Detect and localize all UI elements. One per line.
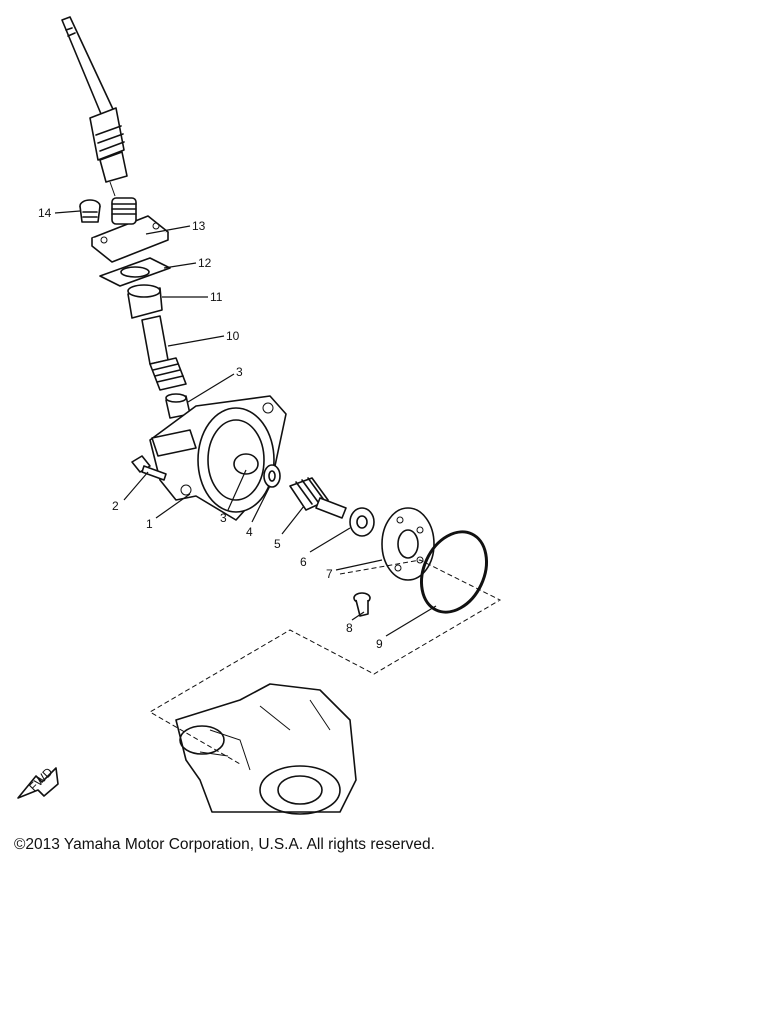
callout-6: 6 — [300, 555, 307, 569]
callout-3-upper: 3 — [236, 365, 243, 379]
tachometer-cable — [61, 16, 128, 197]
part-7-plate — [381, 507, 435, 581]
part-14-bolt — [79, 199, 101, 223]
callout-5: 5 — [274, 537, 281, 551]
part-5-drive-gear — [289, 477, 347, 519]
part-3-upper-bushing — [165, 393, 191, 419]
callout-1: 1 — [146, 517, 153, 531]
part-13-housing — [91, 197, 169, 263]
copyright-notice: ©2013 Yamaha Motor Corporation, U.S.A. A… — [14, 836, 435, 853]
callout-9: 9 — [376, 637, 383, 651]
callout-labels: 14 13 12 11 10 3 2 1 3 4 5 6 7 8 9 — [38, 206, 383, 651]
part-8-screw — [353, 592, 371, 617]
callout-10: 10 — [226, 329, 240, 343]
assembly-dashed-outline — [149, 559, 502, 765]
part-6-bushing — [349, 507, 375, 537]
part-9-o-ring — [420, 530, 488, 614]
callout-7: 7 — [326, 567, 333, 581]
part-12-gasket — [99, 257, 171, 287]
exploded-parts-diagram: FWD 14 13 12 11 10 3 2 1 3 4 5 6 7 8 9 — [17, 16, 502, 815]
callout-3-lower: 3 — [220, 511, 227, 525]
callout-2: 2 — [112, 499, 119, 513]
callout-12: 12 — [198, 256, 212, 270]
part-1-pump-housing — [149, 395, 287, 521]
leader-lines — [54, 210, 437, 637]
callout-13: 13 — [192, 219, 206, 233]
part-2-bolt — [131, 455, 167, 481]
forward-direction-marker: FWD — [17, 765, 59, 799]
callout-8: 8 — [346, 621, 353, 635]
part-11-bushing — [127, 284, 163, 319]
part-4-washer — [263, 464, 281, 488]
engine-case — [175, 683, 357, 815]
callout-4: 4 — [246, 525, 253, 539]
part-10-driven-gear — [141, 315, 187, 391]
callout-11: 11 — [210, 290, 223, 304]
callout-14: 14 — [38, 206, 52, 220]
